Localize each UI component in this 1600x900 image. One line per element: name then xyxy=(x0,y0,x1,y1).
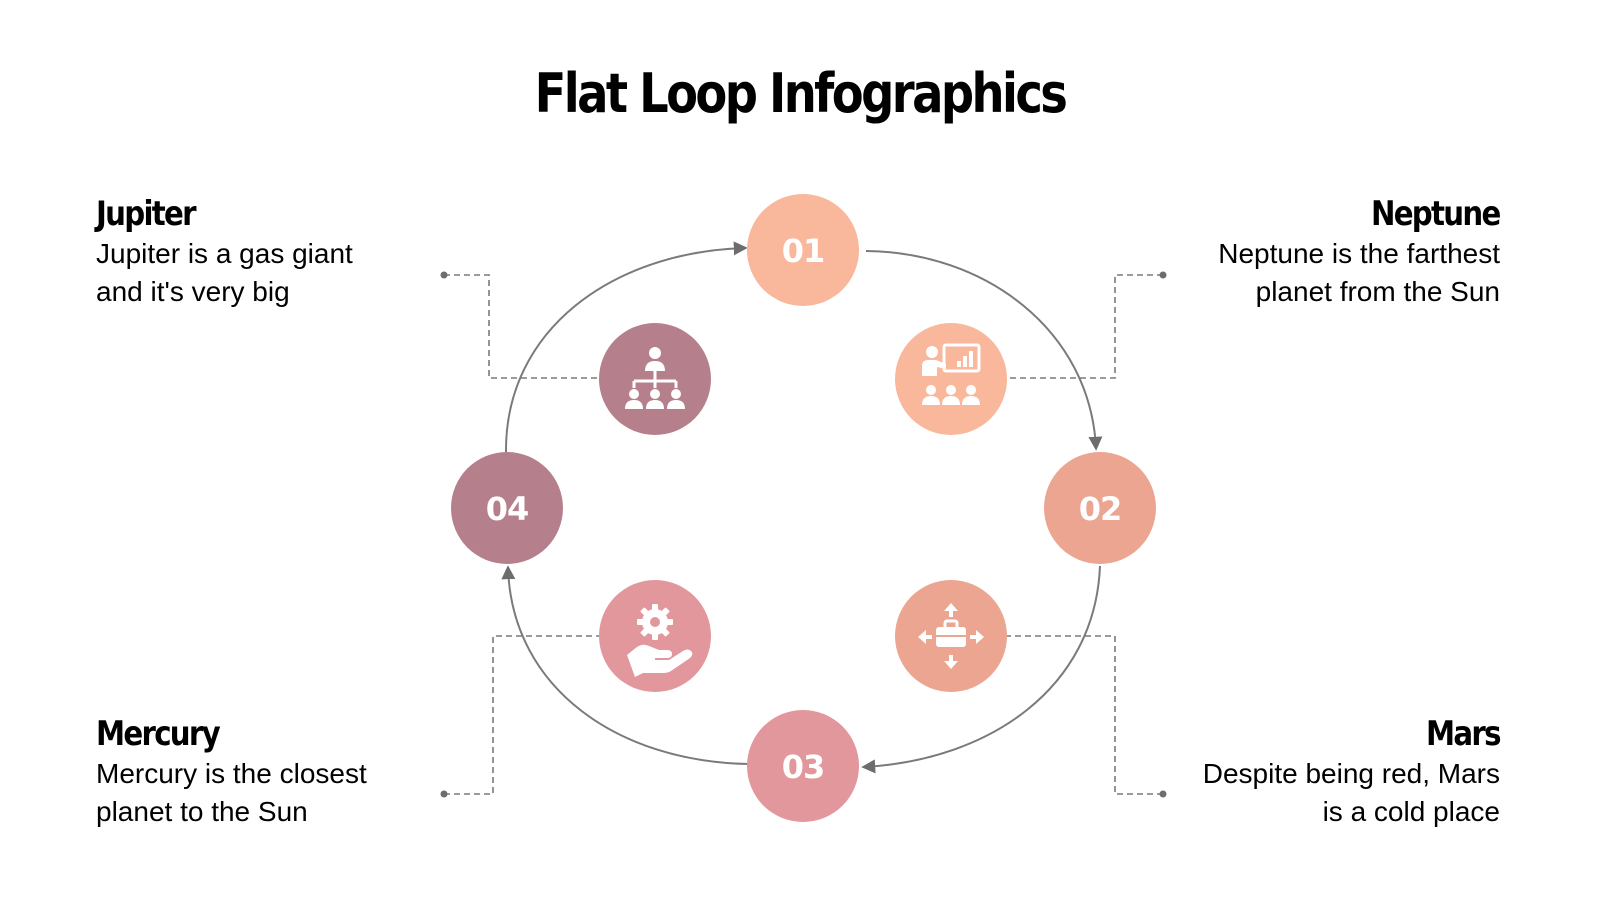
leader-dot xyxy=(1159,271,1167,279)
briefcase-arrows-icon xyxy=(895,580,1007,692)
item-description-line: Jupiter is a gas giant xyxy=(96,238,353,269)
item-description: Jupiter is a gas giant and it's very big xyxy=(96,235,416,311)
leader-line-mars xyxy=(1003,635,1163,795)
step-circle xyxy=(451,452,563,564)
item-mars: Mars Despite being red, Mars is a cold p… xyxy=(1140,713,1502,831)
item-jupiter: Jupiter Jupiter is a gas giant and it's … xyxy=(96,193,456,311)
leader-dot xyxy=(1159,790,1167,798)
item-description-line: is a cold place xyxy=(1322,796,1500,827)
presentation-icon xyxy=(895,323,1007,435)
item-heading: Mercury xyxy=(96,714,221,754)
item-description-line: Neptune is the farthest xyxy=(1218,238,1500,269)
step-04: 04 xyxy=(451,452,563,564)
leader-dots xyxy=(440,271,1167,798)
page-title: Flat Loop Infographics xyxy=(534,62,1068,125)
leader-lines xyxy=(444,274,1163,795)
item-description: Neptune is the farthest planet from the … xyxy=(1180,235,1500,311)
loop-arrow xyxy=(501,565,750,765)
item-heading: Neptune xyxy=(1371,194,1501,234)
step-number: 03 xyxy=(782,748,825,786)
leader-line-jupiter xyxy=(444,274,603,379)
item-description-line: Mercury is the closest xyxy=(96,758,367,789)
item-heading: Mars xyxy=(1426,714,1502,754)
item-mercury: Mercury Mercury is the closest planet to… xyxy=(96,713,456,831)
leader-dot xyxy=(440,790,448,798)
item-description-line: planet from the Sun xyxy=(1255,276,1500,307)
item-description: Despite being red, Mars is a cold place xyxy=(1180,755,1500,831)
step-number: 04 xyxy=(486,490,529,528)
item-heading: Jupiter xyxy=(96,194,197,234)
step-circle xyxy=(747,710,859,822)
item-description: Mercury is the closest planet to the Sun xyxy=(96,755,416,831)
item-neptune: Neptune Neptune is the farthest planet f… xyxy=(1140,193,1501,311)
loop-arrow xyxy=(861,565,1101,774)
leader-line-neptune xyxy=(1003,274,1163,379)
item-description-line: planet to the Sun xyxy=(96,796,308,827)
step-03: 03 xyxy=(747,710,859,822)
loop-connector xyxy=(501,241,1103,774)
hand-gear-icon xyxy=(599,580,711,692)
loop-arrow xyxy=(865,250,1103,451)
step-number: 01 xyxy=(782,232,825,270)
step-02: 02 xyxy=(1044,452,1156,564)
step-01: 01 xyxy=(747,194,859,306)
step-circle xyxy=(747,194,859,306)
step-number: 02 xyxy=(1079,490,1122,528)
item-description-line: and it's very big xyxy=(96,276,290,307)
org-chart-icon xyxy=(599,323,711,435)
leader-line-mercury xyxy=(444,635,603,795)
step-circle xyxy=(1044,452,1156,564)
item-description-line: Despite being red, Mars xyxy=(1202,758,1500,789)
leader-dot xyxy=(440,271,448,279)
loop-arrow xyxy=(504,241,748,453)
